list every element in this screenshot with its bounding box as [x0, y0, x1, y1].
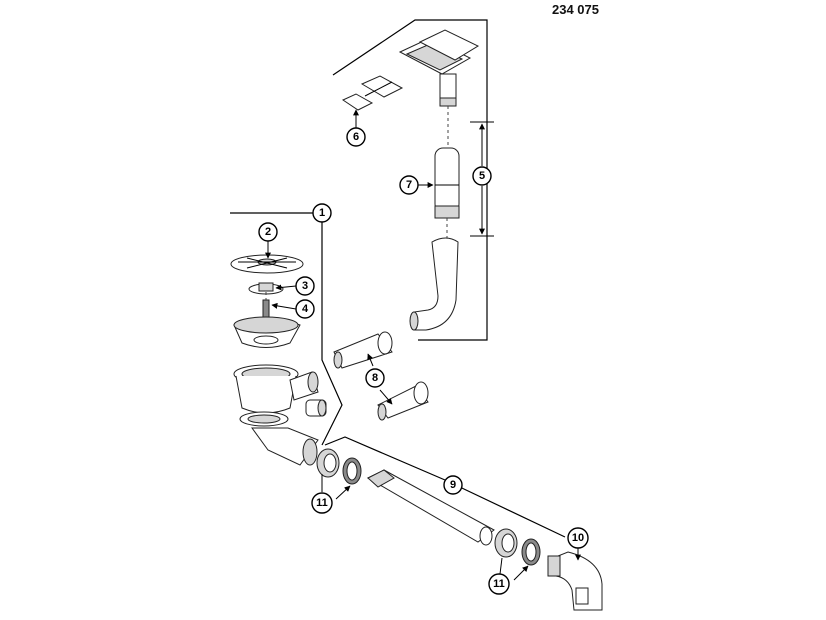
main-drain-pipe	[366, 469, 495, 546]
bracket-group-1	[230, 212, 343, 446]
callout-2: 2	[258, 222, 278, 242]
seal-ring-right	[521, 538, 541, 566]
callout-3: 3	[295, 276, 315, 296]
overflow-connector	[305, 399, 327, 417]
callout-11-right: 11	[488, 573, 510, 595]
callout-7: 7	[399, 175, 419, 195]
outlet-elbow-90	[547, 551, 603, 611]
overflow-plate-frame	[418, 29, 480, 61]
leader-11-left	[321, 474, 350, 500]
basket-strainer	[233, 316, 301, 348]
callout-1: 1	[312, 203, 332, 223]
outlet-seal	[239, 411, 289, 427]
document-number: 234 075	[552, 2, 599, 17]
callout-6: 6	[346, 127, 366, 147]
svg-text:9: 9	[450, 479, 456, 491]
bracket-group-9	[324, 436, 566, 538]
overflow-plate-large	[398, 37, 472, 75]
leader-8-down	[379, 389, 393, 405]
bracket-group-5	[332, 19, 488, 341]
seal-ring-left	[342, 457, 362, 485]
svg-text:11: 11	[316, 497, 328, 509]
overflow-tube	[434, 147, 460, 238]
callout-11-left: 11	[311, 492, 333, 514]
overflow-neck	[439, 73, 457, 148]
reducer-upper	[333, 331, 393, 369]
svg-text:11: 11	[493, 578, 505, 590]
leader-8-up	[367, 353, 374, 367]
leader-3	[275, 284, 297, 291]
callout-9: 9	[443, 475, 463, 495]
drain-body	[233, 364, 319, 414]
elbow-outlet	[251, 427, 319, 466]
union-nut-left	[316, 448, 340, 478]
overflow-gasket	[360, 75, 404, 98]
overflow-elbow	[409, 237, 459, 331]
svg-text:4: 4	[302, 303, 309, 315]
leader-4	[271, 302, 297, 310]
callout-10: 10	[567, 527, 589, 549]
reducer-lower	[377, 381, 429, 421]
svg-text:3: 3	[302, 280, 308, 292]
svg-text:10: 10	[572, 532, 584, 544]
strainer-cover	[230, 254, 304, 274]
svg-text:6: 6	[353, 131, 359, 143]
svg-text:2: 2	[265, 226, 271, 238]
center-screw	[262, 292, 270, 319]
svg-text:1: 1	[319, 207, 325, 219]
callout-4: 4	[295, 299, 315, 319]
union-nut-right	[494, 528, 518, 558]
leader-11-right	[499, 557, 528, 581]
svg-text:8: 8	[372, 372, 378, 384]
callout-5: 5	[472, 166, 492, 186]
svg-text:7: 7	[406, 179, 412, 191]
svg-text:5: 5	[479, 170, 485, 182]
callout-8: 8	[365, 368, 385, 388]
overflow-screw-plate	[341, 81, 393, 111]
